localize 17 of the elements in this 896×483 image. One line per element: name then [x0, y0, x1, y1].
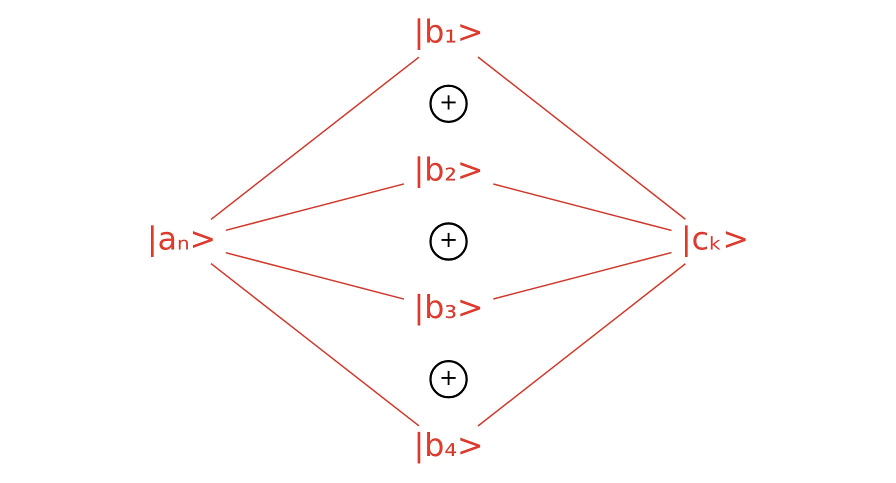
node-text: |b₄>	[414, 428, 484, 464]
node-text: |cₖ>	[681, 221, 750, 258]
node-text: |b₂>	[414, 152, 484, 188]
connector	[226, 252, 404, 300]
node-circle: +	[429, 222, 468, 261]
connector	[210, 263, 420, 426]
node-text: |b₁>	[414, 14, 484, 51]
node-text: |aₙ>	[146, 221, 216, 258]
connector	[226, 183, 404, 231]
connector	[478, 263, 686, 427]
node-circle: +	[429, 84, 468, 123]
connector	[478, 56, 686, 220]
connector	[493, 252, 672, 300]
connector	[493, 183, 672, 232]
node-circle: +	[429, 360, 468, 398]
node-text: |b₃>	[414, 290, 484, 326]
connector	[210, 56, 420, 220]
